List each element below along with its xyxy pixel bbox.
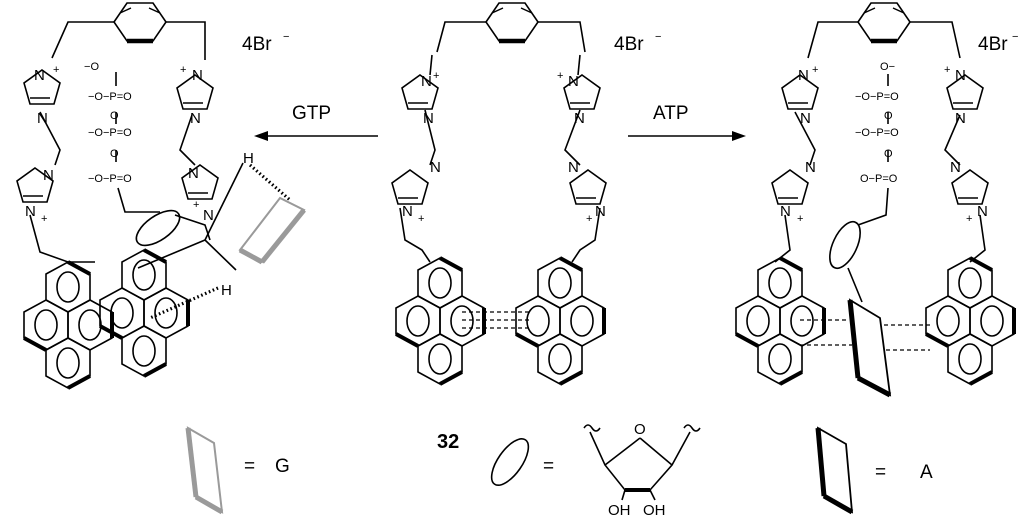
oxygen-label: O	[110, 148, 119, 160]
arrow-left	[254, 131, 378, 141]
phosphate-text: −O−P=O	[88, 91, 132, 103]
nitrogen-label: N	[950, 159, 961, 176]
counter-ion-charge: −	[1012, 31, 1018, 43]
nitrogen-label: N	[192, 67, 203, 84]
nitrogen-label: N	[798, 67, 809, 84]
charge-plus: +	[193, 199, 199, 211]
nitrogen-label: N	[37, 110, 48, 127]
arrow-right	[628, 131, 746, 141]
pyrene-unit	[22, 260, 114, 390]
imidazolium-ring	[771, 169, 809, 205]
ribose-symbol	[135, 209, 181, 247]
phosphate-text: −O	[84, 61, 99, 73]
counter-ion-left: 4Br	[242, 34, 272, 55]
nitrogen-label: N	[568, 159, 579, 176]
oxygen-label: O	[110, 110, 119, 122]
nitrogen-label: N	[574, 110, 585, 127]
charge-plus: +	[797, 213, 803, 225]
nitrogen-label: N	[595, 203, 606, 220]
pyrene-unit	[924, 256, 1016, 386]
nitrogen-label: N	[800, 110, 811, 127]
nitrogen-label: N	[190, 110, 201, 127]
charge-plus: +	[41, 213, 47, 225]
nitrogen-label: N	[421, 73, 432, 90]
ribose-structure	[583, 424, 701, 501]
phosphate-text: −O−P=O	[855, 127, 899, 139]
gtp-label: GTP	[292, 103, 331, 124]
gtp-complex	[16, 3, 306, 390]
counter-ion-center: 4Br	[614, 34, 644, 55]
nitrogen-label: N	[34, 67, 45, 84]
nitrogen-label: N	[188, 165, 199, 182]
atp-label: ATP	[653, 103, 689, 124]
nitrogen-label: N	[955, 110, 966, 127]
nitrogen-label: N	[203, 207, 214, 224]
pyrene-unit	[394, 256, 486, 386]
legend-equals: =	[244, 456, 255, 477]
charge-plus: +	[180, 64, 186, 76]
nitrogen-label: N	[780, 203, 791, 220]
pyrene-unit	[514, 256, 606, 386]
charge-plus: +	[433, 70, 439, 82]
charge-plus: +	[557, 70, 563, 82]
hydrogen-label: H	[221, 282, 232, 299]
guanine-block	[238, 196, 306, 265]
nitrogen-label: N	[955, 67, 966, 84]
nitrogen-label: N	[568, 73, 579, 90]
charge-plus: +	[586, 213, 592, 225]
nitrogen-label: N	[423, 110, 434, 127]
oxygen-label: O	[884, 148, 893, 160]
oxygen-label: O	[884, 110, 893, 122]
charge-plus: +	[944, 64, 950, 76]
hydrogen-label: H	[243, 150, 254, 167]
legend-guanine	[185, 426, 224, 515]
counter-ion-right: 4Br	[978, 34, 1008, 55]
charge-plus: +	[418, 213, 424, 225]
legend-ribose	[490, 438, 530, 486]
nitrogen-label: N	[43, 167, 54, 184]
nitrogen-label: N	[25, 203, 36, 220]
imidazolium-ring	[391, 169, 429, 205]
ring-oxygen: O	[634, 421, 646, 438]
pyrene-unit	[734, 256, 826, 386]
hydroxyl-label: OH	[608, 502, 631, 519]
atp-complex	[734, 3, 1016, 398]
charge-plus: +	[966, 213, 972, 225]
counter-ion-charge: −	[283, 31, 289, 43]
phosphate-text: O−	[880, 61, 895, 73]
compound-32	[391, 3, 607, 386]
nitrogen-label: N	[805, 159, 816, 176]
nitrogen-label: N	[977, 203, 988, 220]
hydroxyl-label: OH	[643, 502, 666, 519]
legend-adenine	[815, 426, 854, 515]
compound-number: 32	[437, 431, 459, 453]
legend-g-label: G	[275, 456, 290, 477]
legend-a-label: A	[920, 462, 933, 483]
phosphate-text: −O−P=O	[88, 127, 132, 139]
counter-ion-charge: −	[655, 31, 661, 43]
phosphate-text: O−P=O	[860, 173, 898, 185]
adenine-block	[847, 298, 892, 398]
nitrogen-label: N	[430, 159, 441, 176]
phosphate-text: −O−P=O	[88, 173, 132, 185]
phosphate-text: −O−P=O	[855, 91, 899, 103]
charge-plus: +	[812, 64, 818, 76]
phenylene-linker	[114, 3, 166, 41]
charge-plus: +	[53, 64, 59, 76]
phenylene-linker	[486, 3, 538, 41]
legend-equals: =	[543, 456, 554, 477]
ribose-symbol	[829, 220, 861, 270]
phenylene-linker	[858, 3, 910, 41]
nitrogen-label: N	[402, 203, 413, 220]
legend-equals: =	[875, 462, 886, 483]
